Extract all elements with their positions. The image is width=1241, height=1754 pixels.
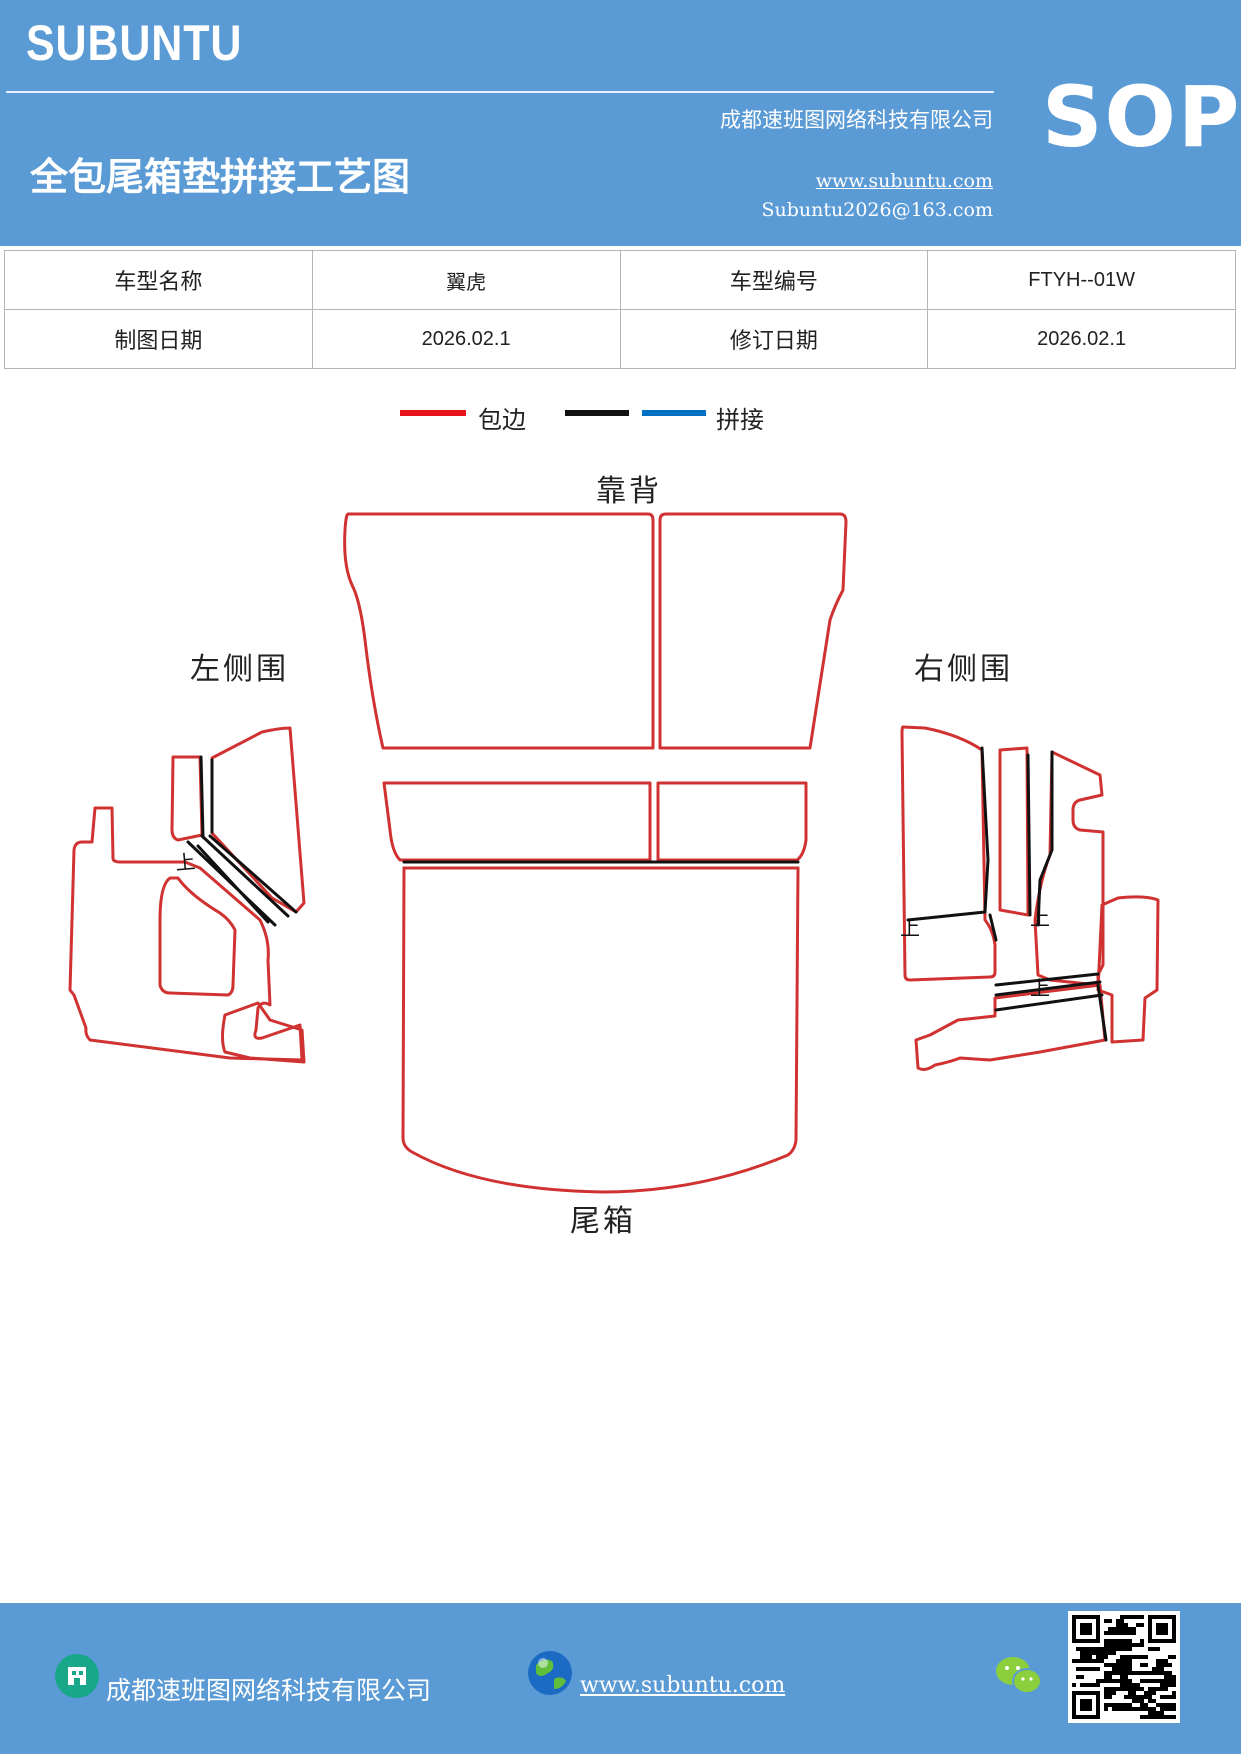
model-name-value: 翼虎 (311, 250, 621, 310)
left-side-upper-panel (210, 726, 306, 914)
up-mark: 上 (174, 849, 196, 875)
model-name-label: 车型名称 (4, 250, 313, 310)
seam-line (1036, 750, 1054, 927)
left-side-main-panel (68, 806, 304, 1062)
qr-code (1068, 1611, 1180, 1723)
drawing-date-value: 2026.02.1 (311, 309, 621, 369)
legend: 包边 拼接 (0, 400, 1241, 440)
seam-line (994, 980, 1102, 997)
splice-diagram: 上 上 上 上 (68, 512, 1160, 1194)
seam-line (199, 755, 205, 838)
seam-line (196, 844, 270, 924)
company-name: 成都速班图网络科技有限公司 (720, 108, 993, 132)
up-mark: 上 (1030, 976, 1050, 1000)
seam-line (994, 972, 1100, 987)
building-icon (55, 1654, 99, 1698)
edge-legend-swatch (400, 410, 466, 416)
website-link[interactable]: www.subuntu.com (815, 170, 993, 192)
seam-line (208, 834, 298, 914)
header-banner: SUBUNTU 成都速班图网络科技有限公司 全包尾箱垫拼接工艺图 www.sub… (0, 0, 1241, 246)
splice-legend-swatch (642, 410, 706, 416)
up-mark: 上 (900, 916, 920, 940)
backrest-lower-left-strip (382, 781, 652, 862)
wechat-icon[interactable] (994, 1653, 1044, 1697)
document-title: 全包尾箱垫拼接工艺图 (30, 155, 411, 199)
backrest-right-panel (658, 512, 848, 750)
seam-line (1026, 753, 1032, 917)
black-legend-swatch (565, 410, 629, 416)
trunk-floor-panel (401, 866, 800, 1194)
seam-line (994, 993, 1104, 1012)
backrest-label: 靠背 (596, 474, 662, 509)
footer-banner: 成都速班图网络科技有限公司 www.subuntu.com (0, 1603, 1241, 1754)
vehicle-info-table: 车型名称 翼虎 车型编号 FTYH--01W 制图日期 2026.02.1 修订… (4, 250, 1236, 369)
drawing-date-label: 制图日期 (4, 309, 313, 369)
brand-logo: SUBUNTU (26, 15, 243, 71)
backrest-left-panel (343, 512, 655, 750)
seam-line (1096, 983, 1108, 1042)
right-side-bottom-strip (914, 983, 1107, 1071)
table-row: 制图日期 2026.02.1 修订日期 2026.02.1 (4, 309, 1236, 369)
header-divider (6, 91, 994, 93)
edge-legend-label: 包边 (478, 406, 526, 434)
up-mark: 上 (1030, 906, 1050, 930)
globe-icon (528, 1651, 572, 1695)
right-side-label: 右侧围 (914, 652, 1013, 687)
email-address: Subuntu2026@163.com (761, 199, 993, 221)
seam-line (988, 913, 998, 942)
model-code-value: FTYH--01W (927, 250, 1236, 310)
right-side-left-panel (900, 725, 997, 982)
seam-line (906, 746, 990, 922)
footer-company-name: 成都速班图网络科技有限公司 (106, 1676, 432, 1705)
backrest-lower-right-strip (656, 781, 808, 862)
revision-date-label: 修订日期 (619, 309, 929, 369)
left-side-label: 左侧围 (190, 652, 289, 687)
sop-badge: SOP (1042, 68, 1241, 166)
right-side-narrow-strip (998, 746, 1030, 917)
revision-date-value: 2026.02.1 (927, 309, 1236, 369)
right-side-side-flap (1096, 895, 1160, 1044)
trunk-label: 尾箱 (570, 1204, 636, 1239)
splice-legend-label: 拼接 (716, 406, 764, 434)
model-code-label: 车型编号 (619, 250, 929, 310)
left-side-cutout (158, 876, 237, 997)
footer-website-link[interactable]: www.subuntu.com (580, 1673, 786, 1698)
left-side-upper-strip (170, 755, 204, 842)
table-row: 车型名称 翼虎 车型编号 FTYH--01W (4, 250, 1236, 310)
seam-line (200, 834, 290, 918)
left-side-lower-flap (221, 1001, 306, 1064)
